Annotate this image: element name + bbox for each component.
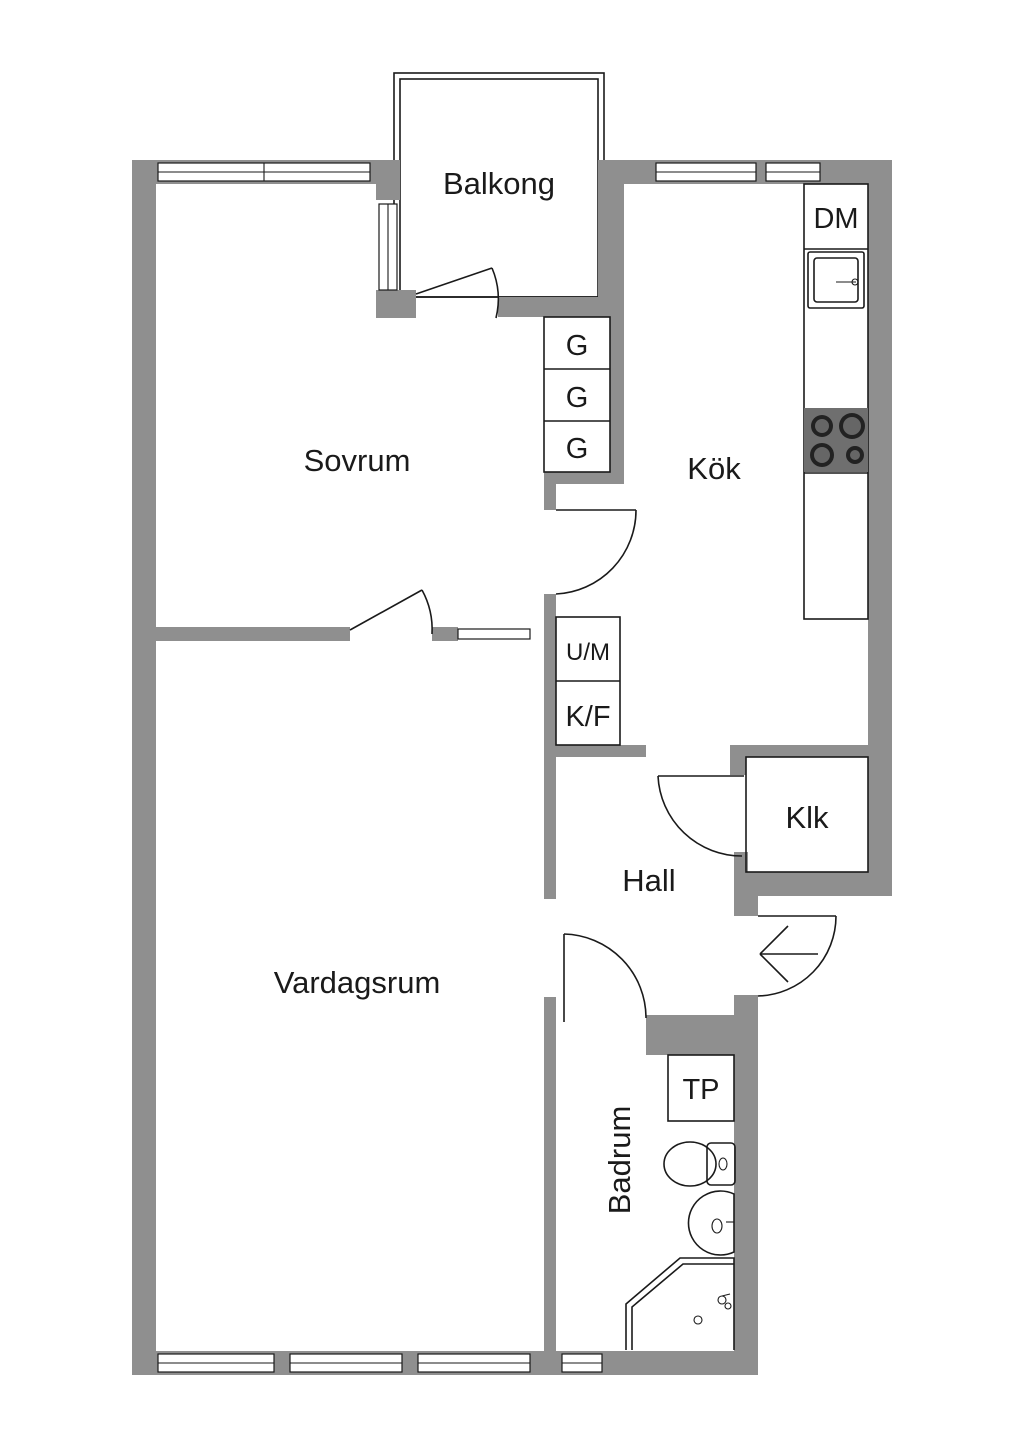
room-label-bathroom: Badrum xyxy=(602,1106,637,1215)
dishwasher-label: DM xyxy=(813,203,858,235)
kitchen-counter xyxy=(803,183,869,620)
wardrobe-stack xyxy=(543,316,611,473)
entrance-arrow-icon xyxy=(759,925,818,983)
walls xyxy=(132,160,892,1375)
room-label-bedroom: Sovrum xyxy=(304,443,411,478)
room-label-living-room: Vardagsrum xyxy=(274,965,441,1000)
toilet-icon xyxy=(663,1141,736,1187)
windows xyxy=(157,162,821,1373)
washbasin-icon xyxy=(687,1190,735,1256)
room-label-balcony: Balkong xyxy=(443,166,555,201)
wardrobe-label-2: G xyxy=(566,382,589,414)
appliance-stack xyxy=(555,616,621,746)
wardrobe-label-3: G xyxy=(566,433,589,465)
dryer-label: TP xyxy=(682,1074,719,1106)
stove-icon xyxy=(804,408,868,472)
klk-room xyxy=(745,756,869,873)
room-label-kitchen: Kök xyxy=(687,451,741,486)
shower-icon xyxy=(625,1257,735,1350)
sink-icon xyxy=(807,251,865,309)
wardrobe-label-1: G xyxy=(566,330,589,362)
fridge-freezer-label: K/F xyxy=(565,701,610,733)
doors xyxy=(349,267,837,1022)
room-label-hall: Hall xyxy=(622,863,675,898)
dryer-box xyxy=(667,1054,735,1122)
room-label-closet: Klk xyxy=(785,800,829,835)
oven-microwave-label: U/M xyxy=(566,639,610,666)
